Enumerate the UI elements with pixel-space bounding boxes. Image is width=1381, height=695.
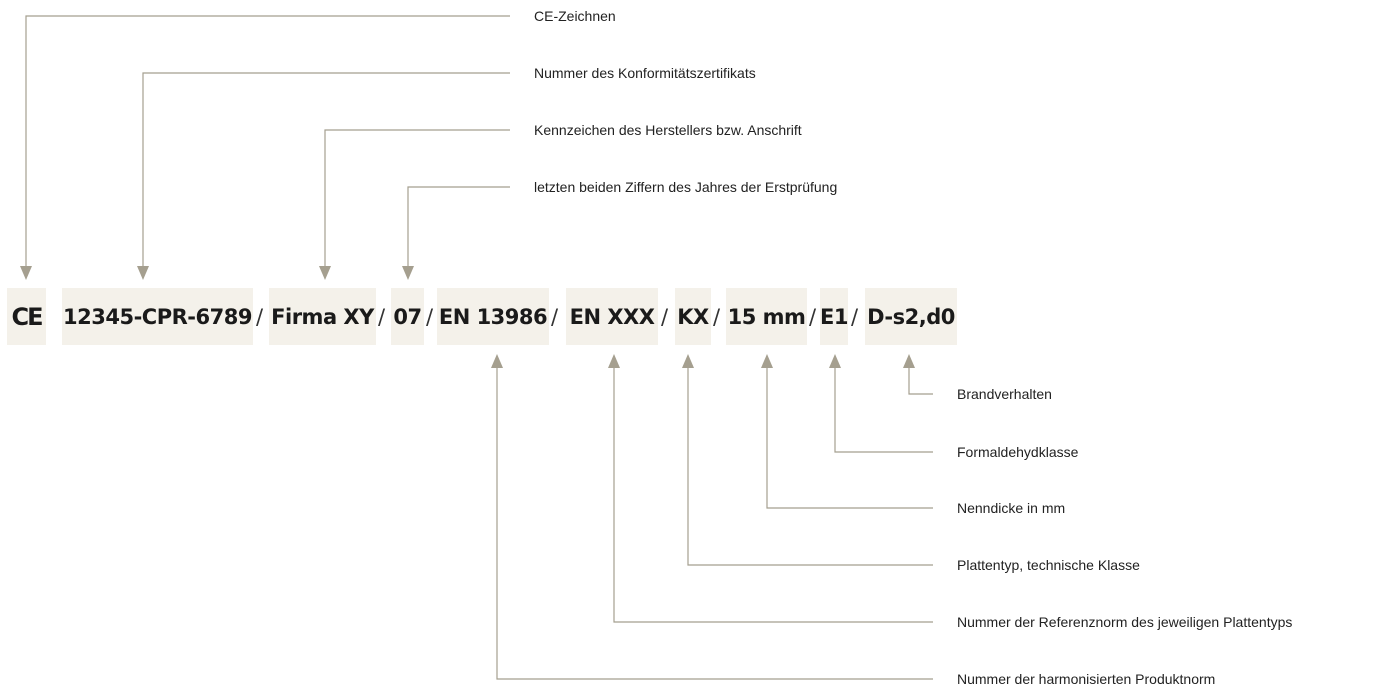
certificate-box: 12345-CPR-6789	[62, 288, 253, 345]
year-box: 07	[391, 288, 424, 345]
connector-year	[407, 186, 510, 266]
arrowhead-thickness	[761, 354, 773, 368]
connector-fire	[908, 368, 933, 395]
separator: /	[256, 304, 264, 329]
connector-reference-norm	[613, 368, 933, 623]
separator: /	[713, 304, 721, 329]
fire-class-box: D-s2,d0	[865, 288, 957, 345]
label-ce-mark: CE-Zeichnen	[534, 8, 616, 24]
arrowhead-formaldehyde	[829, 354, 841, 368]
separator: /	[661, 304, 669, 329]
label-certificate-number: Nummer des Konformitätszertifikats	[534, 65, 756, 81]
label-fire-behaviour: Brandverhalten	[957, 386, 1052, 402]
separator: /	[851, 304, 859, 329]
panel-type-box: KX	[675, 288, 711, 345]
connector-thickness	[766, 368, 933, 509]
connector-manufacturer	[324, 129, 510, 266]
separator: /	[551, 304, 559, 329]
label-nominal-thickness: Nenndicke in mm	[957, 500, 1066, 516]
separator: /	[426, 304, 434, 329]
separator: /	[378, 304, 386, 329]
thickness-box: 15 mm	[726, 288, 807, 345]
product-norm-box: EN 13986	[437, 288, 549, 345]
label-product-norm: Nummer der harmonisierten Produktnorm	[957, 671, 1216, 687]
arrowhead-year	[402, 266, 414, 280]
arrowhead-manufacturer	[319, 266, 331, 280]
arrowhead-reference-norm	[608, 354, 620, 368]
label-formaldehyde-class: Formaldehydklasse	[957, 444, 1079, 460]
arrowhead-product-norm	[491, 354, 503, 368]
label-reference-norm: Nummer der Referenznorm des jeweiligen P…	[957, 614, 1293, 630]
label-manufacturer: Kennzeichen des Herstellers bzw. Anschri…	[534, 122, 802, 138]
connector-certificate	[142, 72, 510, 266]
arrowhead-certificate	[137, 266, 149, 280]
formaldehyde-box: E1	[820, 288, 848, 345]
arrowhead-fire	[903, 354, 915, 368]
separator: /	[809, 304, 817, 329]
connector-panel-type	[687, 368, 933, 566]
arrowhead-ce	[20, 266, 32, 280]
manufacturer-box: Firma XY	[269, 288, 376, 345]
connector-formaldehyde	[834, 368, 933, 453]
ce-mark-logo: CE	[11, 302, 43, 331]
connector-ce	[25, 15, 510, 266]
ce-mark-box: CE	[7, 288, 46, 345]
reference-norm-box: EN XXX	[566, 288, 658, 345]
label-panel-type: Plattentyp, technische Klasse	[957, 557, 1140, 573]
arrowhead-panel-type	[682, 354, 694, 368]
label-year: letzten beiden Ziffern des Jahres der Er…	[534, 179, 838, 195]
connector-product-norm	[496, 368, 933, 680]
